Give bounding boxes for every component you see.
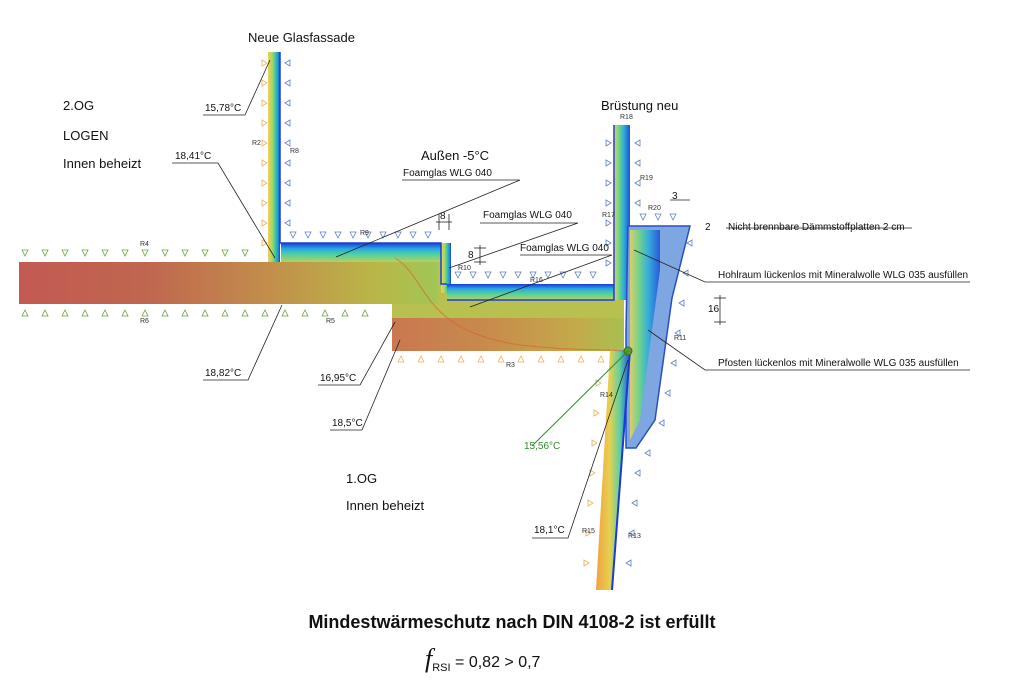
- foamglas-top: [281, 243, 441, 262]
- lower-wall-edge: [611, 349, 631, 591]
- temp-t2: 18,41°C: [175, 151, 212, 162]
- dim-3: 3: [672, 191, 678, 202]
- critical-point-leader: [531, 350, 629, 447]
- result-statement: Mindestwärmeschutz nach DIN 4108-2 ist e…: [308, 612, 716, 632]
- temp-t7: 18,1°C: [534, 525, 565, 536]
- frsi-subscript: RSI: [432, 662, 451, 675]
- callout-foamglas-3: Foamglas WLG 040: [520, 243, 609, 254]
- boundary-r4: R4: [140, 241, 149, 248]
- label-1og: 1.OG: [346, 471, 378, 486]
- boundary-r5: R5: [326, 318, 335, 325]
- label-innen-beheizt-bottom: Innen beheizt: [346, 498, 425, 513]
- temp-t3: 18,82°C: [205, 368, 242, 379]
- outside-arrows-bruestung: [605, 139, 693, 457]
- label-2og: 2.OG: [63, 98, 95, 113]
- boundary-r3: R3: [506, 362, 515, 369]
- bruestung-core: [630, 230, 660, 440]
- boundary-r11: R11: [674, 335, 687, 342]
- dim-8a: 8: [440, 211, 446, 222]
- inside-arrows-lower-wall: [583, 379, 602, 567]
- outside-edge-upper: [279, 52, 447, 285]
- inside-arrows-facade: [261, 59, 268, 247]
- label-bruestung: Brüstung neu: [601, 98, 679, 113]
- foamglas-step: [441, 243, 451, 293]
- label-logen: LOGEN: [63, 128, 109, 143]
- inside-arrows-slab-top: [21, 249, 249, 257]
- outside-edge-lower: [447, 125, 615, 301]
- dim-8b: 8: [468, 250, 474, 261]
- callout-daemmstoff: Nicht brennbare Dämmstoffplatten 2 cm: [728, 222, 905, 233]
- boundary-r6: R6: [140, 318, 149, 325]
- label-innen-beheizt-top: Innen beheizt: [63, 156, 142, 171]
- outside-arrows-top: [289, 231, 432, 239]
- upper-slab: [19, 262, 444, 304]
- boundary-r15: R15: [582, 528, 595, 535]
- boundary-r19: R19: [640, 175, 653, 182]
- dim-16: 16: [708, 304, 720, 315]
- bruestung-wall: [614, 125, 630, 300]
- boundary-r16: R16: [530, 277, 543, 284]
- frsi-symbol: f: [425, 644, 433, 673]
- temp-t4: 16,95°C: [320, 373, 357, 384]
- label-aussen: Außen -5°C: [421, 148, 490, 163]
- inside-arrows-beam-bottom: [397, 355, 605, 363]
- callout-hohlraum: Hohlraum lückenlos mit Mineralwolle WLG …: [718, 270, 969, 281]
- boundary-r2: R2: [252, 140, 261, 147]
- outside-arrows-lower-top: [454, 271, 597, 279]
- frsi-value: = 0,82 > 0,7: [455, 654, 541, 671]
- boundary-r10: R10: [458, 265, 471, 272]
- outside-arrows-facade: [284, 59, 291, 227]
- boundary-r18: R18: [620, 114, 633, 121]
- foamglas-lower: [447, 284, 627, 300]
- glass-facade-wall: [268, 52, 280, 262]
- temp-t5: 18,5°C: [332, 418, 363, 429]
- temp-leaders: [172, 59, 970, 539]
- temp-t1: 15,78°C: [205, 103, 242, 114]
- temp-t6: 15,56°C: [524, 441, 561, 452]
- boundary-r17: R17: [602, 212, 615, 219]
- inside-arrows-slab-bottom: [21, 309, 369, 317]
- lower-wall: [596, 350, 630, 590]
- callout-foamglas-1: Foamglas WLG 040: [403, 168, 492, 179]
- boundary-r8: R8: [290, 148, 299, 155]
- dim-2: 2: [705, 222, 711, 233]
- isotherm-curve: [394, 257, 629, 353]
- frsi-formula: fRSI = 0,82 > 0,7: [425, 644, 540, 674]
- boundary-r20: R20: [648, 205, 661, 212]
- outside-arrows-lower-wall: [625, 469, 641, 567]
- label-neue-glasfassade: Neue Glasfassade: [248, 30, 355, 45]
- boundary-r9: R9: [360, 230, 369, 237]
- boundary-r14: R14: [600, 392, 613, 399]
- callout-foamglas-2: Foamglas WLG 040: [483, 210, 572, 221]
- boundary-r13: R13: [628, 533, 641, 540]
- callout-pfosten: Pfosten lückenlos mit Mineralwolle WLG 0…: [718, 358, 959, 369]
